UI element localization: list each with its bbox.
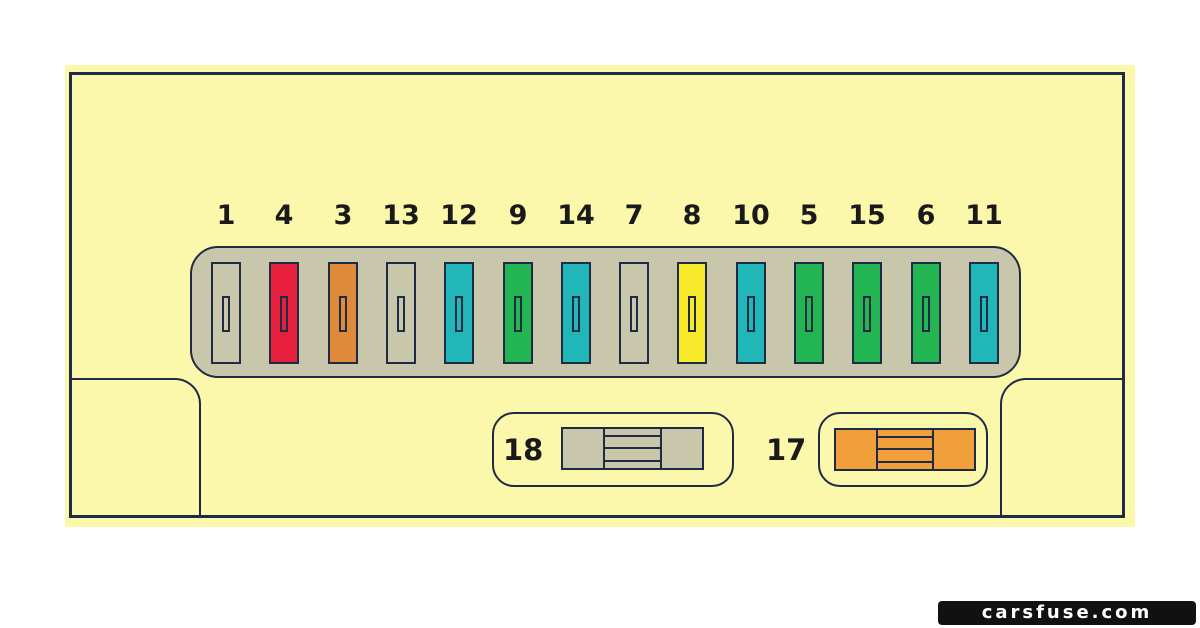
fuse-label-12: 12 bbox=[440, 200, 478, 231]
fuse-label-7: 7 bbox=[624, 200, 644, 231]
fuse-label-10: 10 bbox=[732, 200, 770, 231]
mini-fuse-13 bbox=[386, 262, 416, 364]
fuse-label-9: 9 bbox=[508, 200, 528, 231]
fuse-label-14: 14 bbox=[557, 200, 595, 231]
mini-fuse-15 bbox=[852, 262, 882, 364]
maxi-fuse-17 bbox=[834, 428, 976, 471]
fuse-label-11: 11 bbox=[965, 200, 1003, 231]
mini-fuse-6 bbox=[911, 262, 941, 364]
mini-fuse-4 bbox=[269, 262, 299, 364]
fuse-box-outline bbox=[69, 72, 1125, 518]
fuse-label-8: 8 bbox=[682, 200, 702, 231]
fuse-label-6: 6 bbox=[916, 200, 936, 231]
fuse-label-13: 13 bbox=[382, 200, 420, 231]
maxi-fuse-label-18: 18 bbox=[503, 433, 544, 467]
left-bracket bbox=[69, 378, 201, 518]
fuse-label-1: 1 bbox=[216, 200, 236, 231]
maxi-fuse-holder-17 bbox=[818, 412, 988, 487]
mini-fuse-11 bbox=[969, 262, 999, 364]
right-bracket bbox=[1000, 378, 1125, 518]
watermark: carsfuse.com bbox=[938, 601, 1196, 625]
mini-fuse-1 bbox=[211, 262, 241, 364]
mini-fuse-14 bbox=[561, 262, 591, 364]
mini-fuse-10 bbox=[736, 262, 766, 364]
mini-fuse-tray bbox=[190, 246, 1021, 378]
maxi-fuse-holder-18 bbox=[492, 412, 734, 487]
fuse-label-5: 5 bbox=[799, 200, 819, 231]
mini-fuse-7 bbox=[619, 262, 649, 364]
mini-fuse-3 bbox=[328, 262, 358, 364]
mini-fuse-8 bbox=[677, 262, 707, 364]
mini-fuse-12 bbox=[444, 262, 474, 364]
mini-fuse-5 bbox=[794, 262, 824, 364]
mini-fuse-9 bbox=[503, 262, 533, 364]
fuse-label-3: 3 bbox=[333, 200, 353, 231]
fuse-label-4: 4 bbox=[274, 200, 294, 231]
fuse-label-15: 15 bbox=[848, 200, 886, 231]
maxi-fuse-label-17: 17 bbox=[766, 433, 807, 467]
maxi-fuse-18 bbox=[561, 427, 704, 470]
